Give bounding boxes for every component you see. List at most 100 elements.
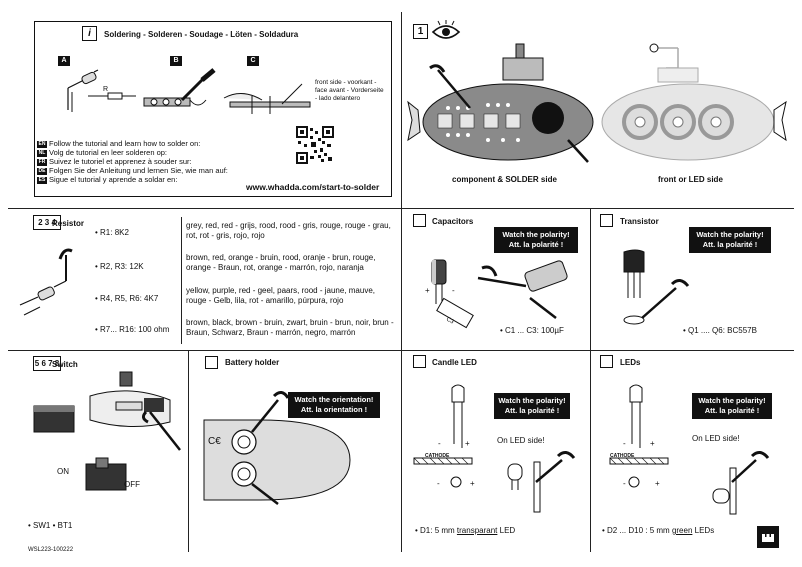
bend-resistor-illustration [67,69,136,112]
step-label-a: A [58,56,70,66]
leds-title: LEDs [620,358,641,367]
svg-text:C€: C€ [208,436,221,447]
candle-led-minus-top: - [438,439,441,448]
warning-line-1: Watch the polarity! [502,230,570,239]
step-label-b: B [170,56,182,66]
caption-underlined: green [671,526,693,535]
candle-led-illustration [413,384,576,513]
leds-warning: Watch the polarity! Att. la polarité ! [692,393,772,419]
switch-caption: • SW1 • BT1 [28,521,73,530]
resistor-r7-colors: brown, black, brown - bruin, zwart, brui… [186,318,394,337]
candle-led-title: Candle LED [432,358,477,367]
resistor-r7-label: • R7... R16: 100 ohm [95,325,170,334]
candle-led-warning: Watch the polarity! Att. la polarité ! [494,393,570,419]
caption-prefix: • D2 ... D10 : 5 mm [602,526,672,535]
candle-led-plus-bottom: + [470,479,475,488]
instruction-text: Volg de tutorial en leer solderen op: [49,148,167,157]
step-label-c: C [247,56,259,66]
divider-col-right-mid [590,208,591,552]
front-side-note-line-3: - lado delantero [315,95,361,102]
instruction-text: Follow the tutorial and learn how to sol… [49,139,201,148]
resistor-r4-colors: yellow, purple, red - geel, paars, rood … [186,286,375,305]
capacitors-warning: Watch the polarity! Att. la polarité ! [494,227,578,253]
battery-checkbox[interactable] [205,356,218,369]
transistor-caption: • Q1 .... Q6: BC557B [683,326,757,335]
lang-badge-fr: FR [37,158,47,166]
leds-side-note: On LED side! [692,434,740,443]
soldering-iron-illustration [143,68,216,107]
step-number-1: 1 [413,24,428,39]
divider-col-bottom-left [188,350,189,552]
switch-on-label: ON [57,467,69,476]
cut-leads-illustration [223,83,311,114]
info-icon: i [82,26,97,41]
warning-line-2: Att. la orientation ! [300,405,368,414]
front-side-note-line-1: front side - voorkant - [315,79,377,86]
leds-plus-bottom: + [655,479,660,488]
candle-led-checkbox[interactable] [413,355,426,368]
led-illustration [609,384,770,515]
caption-prefix: • D1: 5 mm [415,526,457,535]
step-number-resistor: 2 3 4 [33,215,61,230]
lang-badge-nl: NL [37,149,47,157]
lang-badge-de: DE [37,167,47,175]
resistor-r2-colors: brown, red, orange - bruin, rood, oranje… [186,253,376,272]
resistor-r1-label: • R1: 8K2 [95,228,129,237]
warning-line-2: Att. la polarité ! [702,240,758,249]
leds-cathode: CATHODE [610,453,635,459]
candle-led-minus-bottom: - [437,479,440,488]
switch-off-label: OFF [124,480,140,489]
warning-line-2: Att. la polarité ! [508,240,564,249]
capacitor-minus: - [452,286,455,295]
transistor-checkbox[interactable] [600,214,613,227]
caption-suffix: LEDs [692,526,715,535]
qr-code [296,126,334,164]
battery-warning: Watch the orientation! Att. la orientati… [288,392,380,418]
resistor-symbol-label: R [103,86,109,93]
leds-plus-top: + [650,439,655,448]
instruction-text: Suivez le tutoriel et apprenez à souder … [49,157,192,166]
board-component-side [407,43,594,163]
caption-suffix: LED [497,526,516,535]
resistor-r4-label: • R4, R5, R6: 4K7 [95,294,159,303]
whadda-logo-icon [757,526,779,548]
warning-line-2: Att. la polarité ! [504,406,560,415]
lang-badge-en: EN [37,140,47,148]
warning-line-1: Watch the polarity! [698,396,766,405]
candle-led-cathode: CATHODE [425,453,450,459]
resistor-r2-label: • R2, R3: 12K [95,262,144,271]
resistor-r1-colors: grey, red, red - grijs, rood, rood - gri… [186,221,391,240]
capacitors-checkbox[interactable] [413,214,426,227]
document-code: WSL223-100222 [28,547,74,553]
transistor-title: Transistor [620,217,659,226]
front-side-note: front side - voorkant - face avant - Vor… [315,79,384,103]
leds-minus-top: - [623,439,626,448]
caption-component-side: component & SOLDER side [452,175,557,184]
candle-led-side-note: On LED side! [497,436,545,445]
resistor-illustration [19,248,73,316]
board-led-side [601,43,787,161]
battery-title: Battery holder [225,358,280,367]
resistor-title: Resistor [52,219,85,228]
capacitors-title: Capacitors [432,217,474,226]
soldering-title: Soldering - Solderen - Soudage - Löten -… [104,30,299,39]
switch-illustration [33,371,181,491]
candle-led-plus-top: + [465,439,470,448]
leds-checkbox[interactable] [600,355,613,368]
capacitor-illustration [431,259,568,329]
leds-caption: • D2 ... D10 : 5 mm green LEDs [602,526,714,536]
resistor-divider [181,217,182,344]
leds-minus-bottom: - [623,479,626,488]
instruction-text: Folgen Sie der Anleitung und lernen Sie,… [49,166,228,175]
front-side-note-line-2: face avant - Vorderseite [315,87,384,94]
capacitors-caption: • C1 ... C3: 100µF [500,326,564,335]
instruction-text: Sigue el tutorial y aprende a soldar en: [49,175,178,184]
tutorial-url[interactable]: www.whadda.com/start-to-solder [246,182,380,192]
warning-line-1: Watch the polarity! [696,230,764,239]
